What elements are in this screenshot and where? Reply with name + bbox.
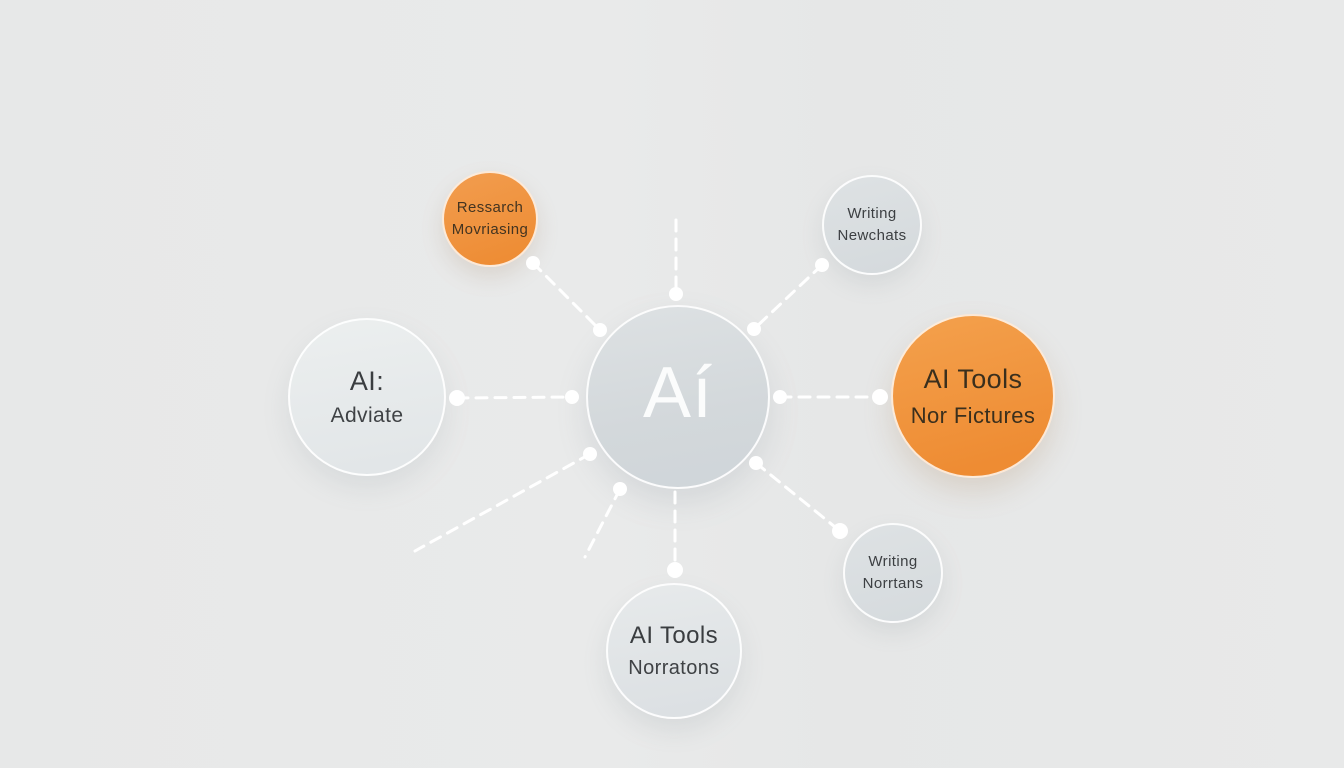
node-label-line1: Writing [868,553,918,571]
node-label-line2: Newchats [837,227,907,244]
connector-dot [613,482,627,496]
node-label-line1: Writing [847,205,897,223]
connector-dot [832,523,848,539]
center-node-label: Aí [642,353,714,433]
connector-dot [583,447,597,461]
connector-dot [815,258,829,272]
connector-line-topright [752,263,824,331]
connector-dot [749,456,763,470]
node-label-line2: Movriasing [451,221,529,238]
connector-line-downright [754,461,842,533]
connector-line-left [455,395,574,400]
connector-dot [667,562,683,578]
node-ressarch-movriasing: Ressarch Movriasing [442,171,538,267]
node-ai-tools-norratons: AI Tools Norratons [606,583,742,719]
connector-dot [593,323,607,337]
connector-dot [526,256,540,270]
node-label-line1: AI: [349,366,385,397]
connector-dot [449,390,465,406]
connector-dot [773,390,787,404]
node-label-line1: AI Tools [923,364,1023,395]
node-label-line2: Norratons [628,656,720,679]
node-ai-adviate: AI: Adviate [288,318,446,476]
node-writing-norrtans: Writing Norrtans [843,523,943,623]
node-writing-newchats: Writing Newchats [822,175,922,275]
node-ai-tools-nor-fictures: AI Tools Nor Fictures [891,314,1055,478]
node-label-line2: Norrtans [862,575,924,592]
connector-dot [565,390,579,404]
node-label-line2: Nor Fictures [910,402,1036,428]
connector-line-downleft-long [413,452,592,553]
node-label-line1: AI Tools [629,622,719,650]
connector-line-topleft [531,261,602,332]
connector-dot [747,322,761,336]
connector-line-downleft-short [583,487,622,559]
node-label-line2: Adviate [330,404,404,428]
connector-dot [669,287,683,301]
node-label-line1: Ressarch [456,199,524,217]
node-center-ai: Aí [586,305,770,489]
connector-dot [872,389,888,405]
